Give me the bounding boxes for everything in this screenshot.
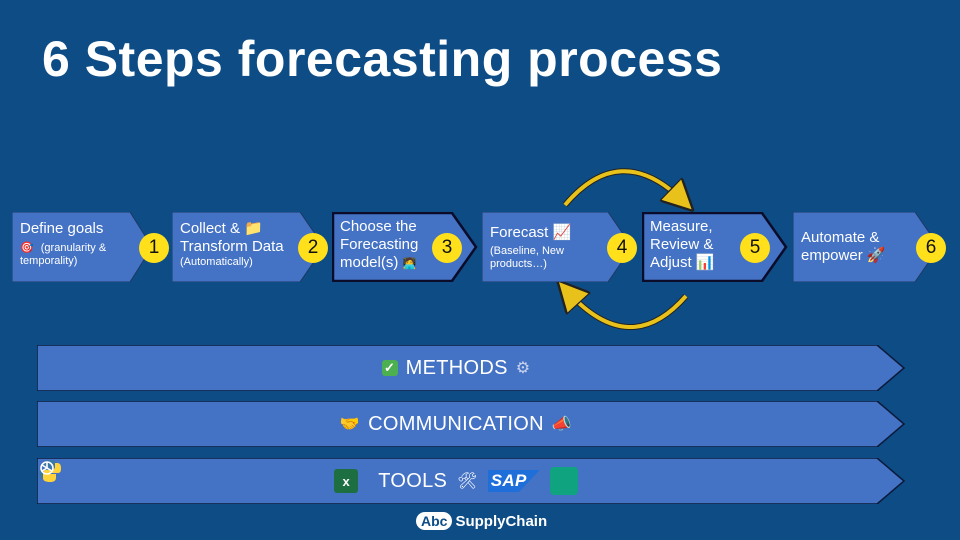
step-1-label: Define goals (20, 220, 104, 237)
step-6-label-1: Automate & (801, 229, 880, 246)
step-1-number: 1 (139, 233, 169, 263)
step-2-sub: (Automatically) (180, 256, 253, 268)
step-2-number: 2 (298, 233, 328, 263)
target-icon: 🎯 (20, 242, 34, 254)
communication-band: 🤝 COMMUNICATION 📣 (37, 401, 905, 447)
step-4-sub1: (Baseline, New (490, 245, 564, 257)
step-2-label-1: Collect & (180, 220, 241, 237)
chatgpt-icon (40, 461, 578, 495)
step-3-label-3: model(s) (340, 254, 399, 271)
step-4-sub2: products…) (490, 258, 547, 271)
check-icon: ✓ (381, 360, 398, 376)
methods-band: ✓ METHODS ⚙ (37, 345, 905, 391)
step-5-label-3: Adjust (650, 254, 692, 271)
step-6-label-2: empower (801, 247, 863, 264)
step-3-number: 3 (432, 233, 462, 263)
tools-label: TOOLS (378, 469, 448, 492)
step-5-measure-review: Measure, Review & Adjust 📊 (642, 212, 788, 282)
step-1-define-goals: Define goals 🎯 (granularity & temporalit… (12, 212, 152, 282)
slide-title: 6 Steps forecasting process (42, 31, 723, 87)
step-5-number: 5 (740, 233, 770, 263)
step-3-choose-model: Choose the Forecasting model(s) 🧑‍💻 (332, 212, 478, 282)
folder-icon: 📁 (244, 220, 263, 237)
step-3-label-2: Forecasting (340, 236, 419, 253)
excel-icon: x (334, 469, 359, 493)
step-4-forecast: Forecast 📈 (Baseline, New products…) (482, 212, 632, 282)
step-1-sub2: temporality) (20, 255, 78, 268)
abcsupplychain-logo: Abc SupplyChain (416, 512, 547, 530)
step-5-label-1: Measure, (650, 218, 713, 235)
communication-label: COMMUNICATION (368, 412, 544, 435)
step-2-collect-data: Collect & 📁 Transform Data (Automaticall… (172, 212, 324, 282)
step-3-label-1: Choose the (340, 218, 417, 235)
technologist-icon: 🧑‍💻 (402, 258, 417, 270)
rocket-icon: 🚀 (866, 247, 886, 264)
handshake-icon: 🤝 (339, 416, 361, 433)
chart-up-icon: 📈 (552, 224, 572, 241)
logo-abc: Abc (416, 512, 453, 530)
step-6-automate: Automate & empower 🚀 (793, 212, 939, 282)
step-1-sub1: (granularity & (40, 242, 107, 254)
step-5-label-2: Review & (650, 236, 714, 253)
bar-chart-icon: 📊 (695, 254, 715, 271)
top-cycle-arrow (562, 168, 685, 207)
megaphone-icon: 📣 (551, 416, 573, 433)
step-4-number: 4 (607, 233, 637, 263)
tools-band: x TOOLS 🛠 SAP (37, 458, 905, 504)
bottom-cycle-arrow (565, 289, 689, 330)
sap-icon: SAP (487, 470, 540, 492)
logo-name: SupplyChain (455, 512, 548, 530)
tools-icon: 🛠 (457, 473, 478, 490)
methods-label: METHODS (405, 356, 508, 379)
step-6-number: 6 (916, 233, 946, 263)
step-4-label: Forecast (490, 224, 549, 241)
gear-icon: ⚙ (515, 360, 531, 377)
step-2-label-2: Transform Data (180, 238, 284, 255)
